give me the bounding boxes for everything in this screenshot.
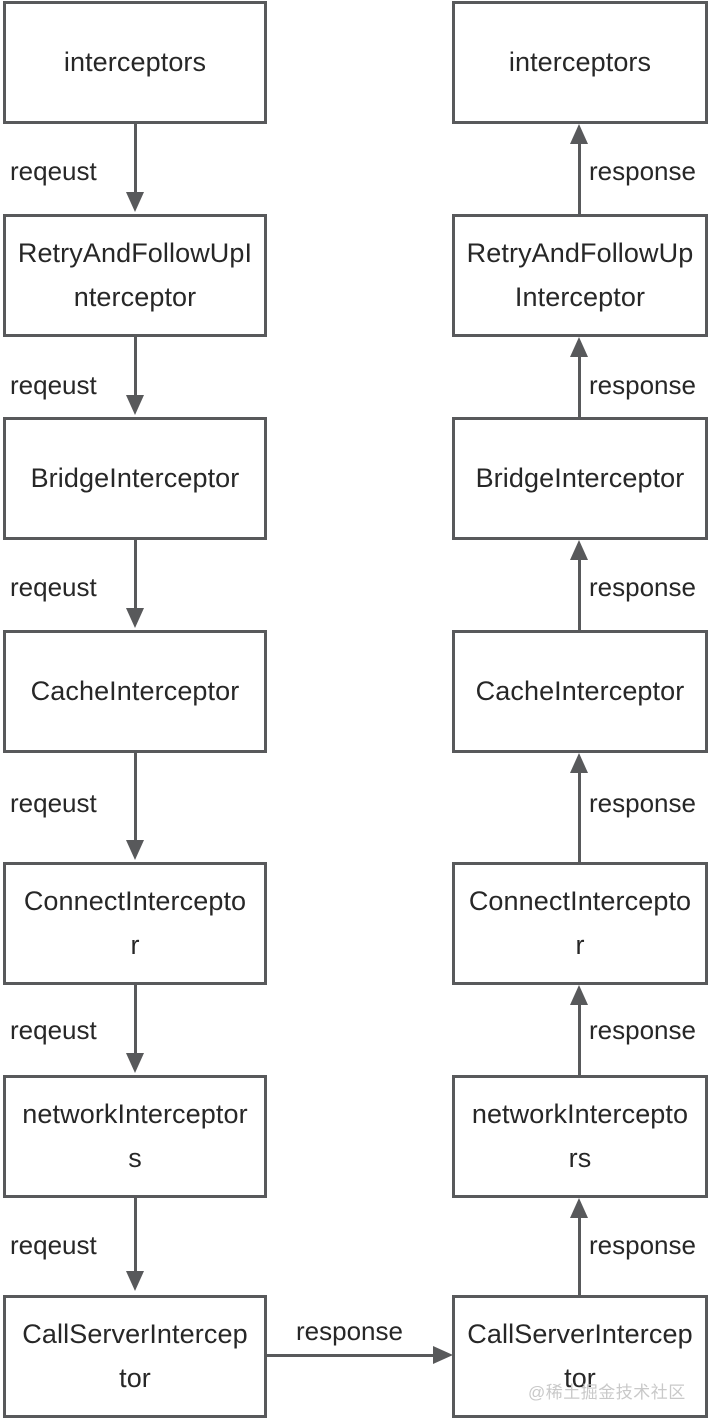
watermark: @稀土掘金技术社区 [528, 1383, 686, 1402]
edge-right-3-arrowhead [570, 540, 588, 560]
edge-label-right-6: response [589, 1230, 696, 1260]
edge-label-right-3: response [589, 572, 696, 602]
edge-right-4-line [578, 773, 581, 862]
node-left-networkinterceptors: networkInterceptor s [3, 1075, 267, 1198]
edge-right-2-arrowhead [570, 337, 588, 357]
edge-label-left-4: reqeust [10, 788, 97, 818]
edge-right-2-line [578, 357, 581, 417]
edge-right-4-arrowhead [570, 753, 588, 773]
edge-label-left-3: reqeust [10, 572, 97, 602]
node-right-bridgeinterceptor: BridgeInterceptor [452, 417, 708, 540]
node-right-cacheinterceptor: CacheInterceptor [452, 630, 708, 753]
edge-left-5-line [134, 985, 137, 1055]
edge-right-1-arrowhead [570, 124, 588, 144]
edge-left-1-arrowhead [126, 192, 144, 212]
node-right-connectinterceptor: ConnectIntercepto r [452, 862, 708, 985]
node-left-retryandfollowupinterceptor: RetryAndFollowUpI nterceptor [3, 214, 267, 337]
edge-label-left-6: reqeust [10, 1230, 97, 1260]
node-left-interceptors: interceptors [3, 1, 267, 124]
edge-right-5-arrowhead [570, 985, 588, 1005]
node-left-callserverinterceptor: CallServerIntercep tor [3, 1295, 267, 1418]
edge-left-3-arrowhead [126, 608, 144, 628]
edge-left-6-line [134, 1198, 137, 1273]
edge-right-5-line [578, 1005, 581, 1075]
node-left-cacheinterceptor: CacheInterceptor [3, 630, 267, 753]
edge-label-right-5: response [589, 1015, 696, 1045]
node-right-callserverinterceptor: CallServerIntercep tor [452, 1295, 708, 1418]
node-right-interceptors: interceptors [452, 1, 708, 124]
edge-label-right-1: response [589, 156, 696, 186]
edge-left-4-arrowhead [126, 840, 144, 860]
edge-label-right-4: response [589, 788, 696, 818]
edge-left-4-line [134, 753, 137, 842]
edge-left-1-line [134, 124, 137, 194]
edge-label-left-2: reqeust [10, 370, 97, 400]
node-left-connectinterceptor: ConnectIntercepto r [3, 862, 267, 985]
edge-left-2-arrowhead [126, 395, 144, 415]
edge-left-3-line [134, 540, 137, 610]
edge-left-5-arrowhead [126, 1053, 144, 1073]
edge-left-6-arrowhead [126, 1271, 144, 1291]
edge-right-6-line [578, 1218, 581, 1295]
edge-right-1-line [578, 144, 581, 214]
edge-left-2-line [134, 337, 137, 397]
edge-label-left-5: reqeust [10, 1015, 97, 1045]
cross-edge-label: response [296, 1316, 403, 1346]
edge-label-right-2: response [589, 370, 696, 400]
node-left-bridgeinterceptor: BridgeInterceptor [3, 417, 267, 540]
node-right-networkinterceptors: networkIntercepto rs [452, 1075, 708, 1198]
edge-right-6-arrowhead [570, 1198, 588, 1218]
edge-right-3-line [578, 560, 581, 630]
cross-edge-line [267, 1354, 437, 1357]
edge-label-left-1: reqeust [10, 156, 97, 186]
node-right-retryandfollowupinterceptor: RetryAndFollowUp Interceptor [452, 214, 708, 337]
cross-edge-arrowhead [433, 1346, 453, 1364]
